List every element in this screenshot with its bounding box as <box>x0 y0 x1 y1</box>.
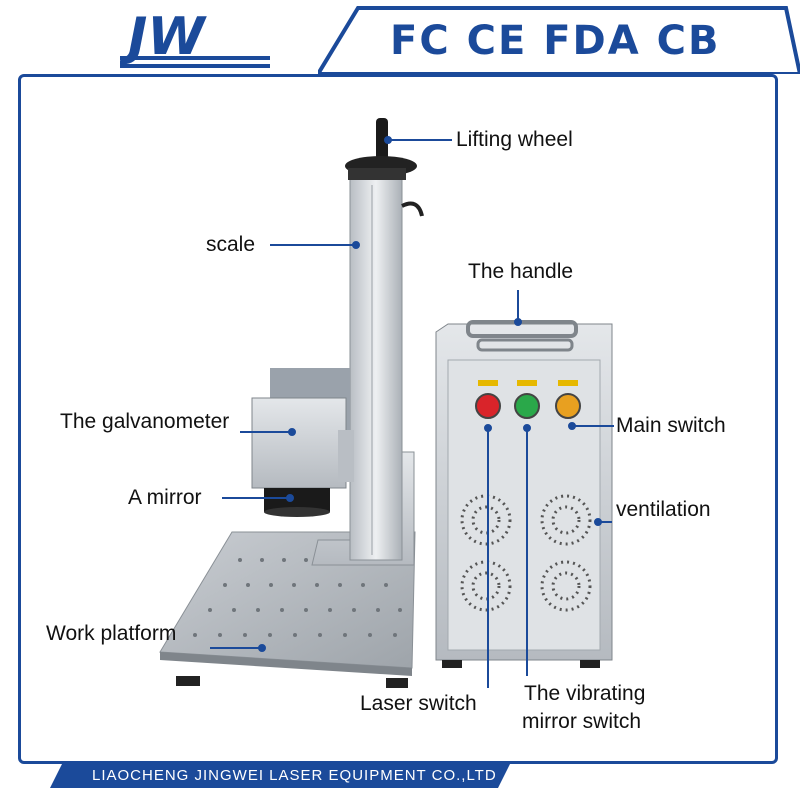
field-lens <box>264 488 330 517</box>
label-laser-switch: Laser switch <box>360 692 477 715</box>
company-logo: JW <box>120 7 270 68</box>
ventilation-grilles <box>460 494 592 612</box>
galvo-switch-button <box>514 393 540 419</box>
footer-bar <box>50 764 510 788</box>
label-main-switch: Main switch <box>616 414 726 437</box>
main-switch-button <box>555 393 581 419</box>
logo-text: JW <box>120 7 207 67</box>
certification-banner <box>318 6 800 74</box>
callout-lines <box>210 136 614 688</box>
lifting-wheel <box>345 118 424 217</box>
label-a-mirror: A mirror <box>128 486 202 509</box>
content-frame <box>18 74 778 764</box>
label-galvanometer: The galvanometer <box>60 410 230 433</box>
label-scale: scale <box>206 233 256 256</box>
label-lifting-wheel: Lifting wheel <box>456 128 573 151</box>
label-ventilation: ventilation <box>616 498 711 521</box>
certification-marks: FC CE FDA CB <box>390 18 721 64</box>
label-work-platform: Work platform <box>46 622 177 645</box>
label-vibrating-mirror-line1: The vibrating <box>524 682 646 705</box>
galvanometer-head <box>251 368 354 489</box>
label-vibrating-mirror-line2: mirror switch <box>522 710 641 733</box>
laser-switch-button <box>475 393 501 419</box>
label-the-handle: The handle <box>468 260 574 283</box>
control-box <box>435 320 613 668</box>
footer-company-name: LIAOCHENG JINGWEI LASER EQUIPMENT CO.,LT… <box>92 767 497 784</box>
column <box>349 177 403 561</box>
work-platform <box>159 531 416 688</box>
